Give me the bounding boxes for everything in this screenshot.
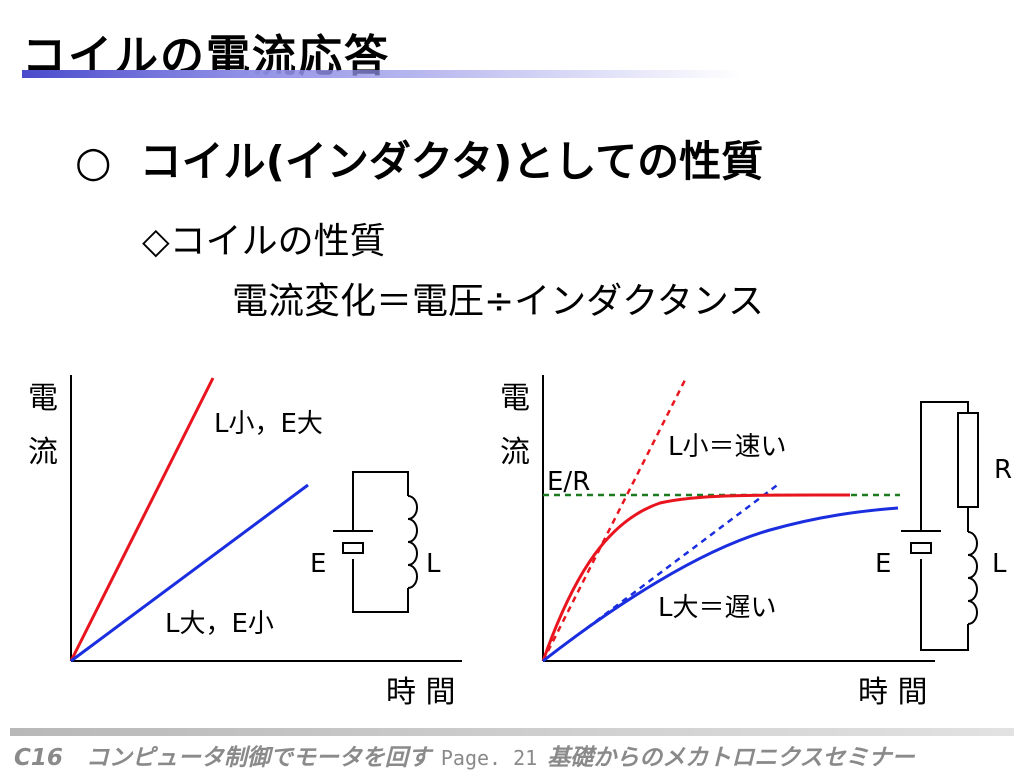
left-y-label-1: 電 [28,381,58,416]
left-red-label: L小，E大 [214,409,323,439]
left-circuit-e-label: E [310,549,326,579]
left-circuit [333,471,418,613]
footer: C16 コンピュータ制御でモータを回す Page. 21 基礎からのメカトロニクスセ… [14,738,1014,772]
right-x-label: 時 間 [858,675,928,710]
main-heading-text: コイル(インダクタ)としての性質 [139,137,764,186]
title-underline [22,70,742,78]
right-red-curve [541,493,851,662]
right-blue-curve [542,506,899,663]
formula-text: 電流変化＝電圧÷インダクタンス [232,281,765,322]
left-battery-short-plate [342,542,364,554]
right-circuit-r-label: R [994,455,1012,485]
left-blue-label: L大，E小 [165,609,274,639]
circle-bullet-icon: ○ [75,137,112,186]
right-circuit-e-label: E [875,549,891,579]
right-coil-icon [967,531,978,625]
right-circuit-l-label: L [992,549,1007,579]
footer-bar [10,728,1014,736]
left-blue-line [70,483,309,663]
right-circuit [901,401,979,651]
left-circuit-wire [352,471,409,531]
right-diagram: 電 流 時 間 E/R L小＝速い L大＝遅い R E L [500,375,1012,710]
left-circuit-l-label: L [426,549,441,579]
right-resistor-icon [957,412,979,508]
right-y-label-2: 流 [500,435,530,470]
right-asymptote-label: E/R [547,467,590,497]
right-battery-short-plate [910,542,932,554]
footer-page-number: Page. 21 [440,746,538,770]
right-red-tangent [541,377,688,662]
left-y-label-2: 流 [28,435,58,470]
footer-seminar: 基礎からのメカトロニクスセミナー [547,745,915,771]
right-slow-label: L大＝遅い [658,593,777,623]
footer-course: C16 コンピュータ制御でモータを回す [14,745,431,771]
right-circuit-wire-bottom [920,559,969,651]
left-diagram: 電 流 時 間 L小，E大 L大，E小 E L [28,375,462,710]
main-heading: ○ コイル(インダクタ)としての性質 [75,128,763,189]
sub-heading: ◇コイルの性質 [142,221,386,262]
right-y-label-1: 電 [500,381,530,416]
left-red-line [69,377,215,662]
left-x-label: 時 間 [386,675,456,710]
right-fast-label: L小＝速い [668,432,787,462]
right-circuit-wire [920,401,969,531]
left-coil-icon [407,495,418,589]
left-circuit-wire-bottom [352,559,409,613]
